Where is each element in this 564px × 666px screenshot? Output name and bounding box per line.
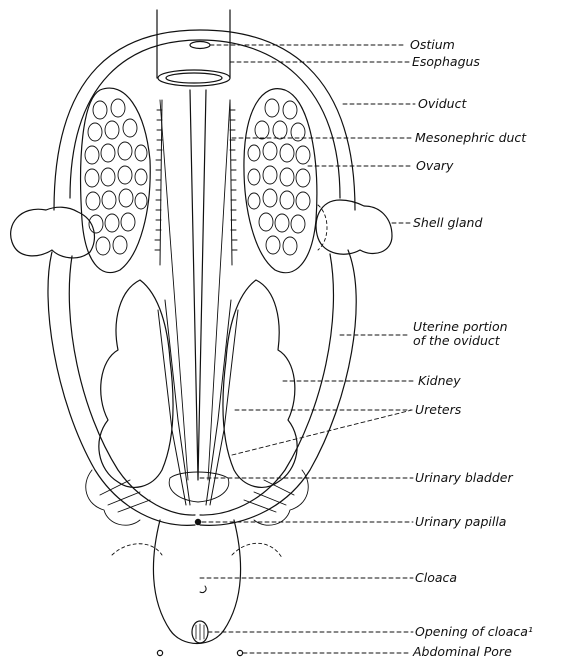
ovary-right [244,89,317,273]
kidney-right [223,280,297,487]
label-kidney: Kidney [418,374,461,388]
label-mesonephric-duct: Mesonephric duct [415,131,526,145]
urinary-bladder [169,472,229,502]
label-shell-gland: Shell gland [413,216,482,230]
cloaca [153,520,240,644]
label-cloaca: Cloaca [415,571,457,585]
label-oviduct: Oviduct [418,97,466,111]
label-esophagus: Esophagus [412,55,480,69]
label-ostium: Ostium [410,38,455,52]
ostium-opening [190,42,210,49]
urinary-papilla [195,519,200,524]
abdominal-pore-left [157,650,162,655]
mesonephric-body [160,90,230,480]
label-uterine-portion: Uterine portion of the oviduct [413,320,553,348]
label-ureters: Ureters [415,403,461,417]
cloaca-opening [192,621,208,643]
abdominal-pore-right [237,650,242,655]
leader-lines [200,45,415,653]
label-uterine-line2: of the oviduct [413,334,553,348]
mesonephric-duct-right [230,100,237,265]
label-ovary: Ovary [416,159,453,173]
label-opening-of-cloaca: Opening of cloaca¹ [415,625,533,639]
kidney-lobes [86,470,308,525]
label-abdominal-pore: Abdominal Pore [413,645,512,659]
label-urinary-bladder: Urinary bladder [415,471,513,485]
ovary-left [81,88,151,272]
cloaca-mark [200,586,206,593]
label-uterine-line1: Uterine portion [413,320,553,334]
label-urinary-papilla: Urinary papilla [415,515,506,529]
mesonephric-duct-left [155,100,162,265]
